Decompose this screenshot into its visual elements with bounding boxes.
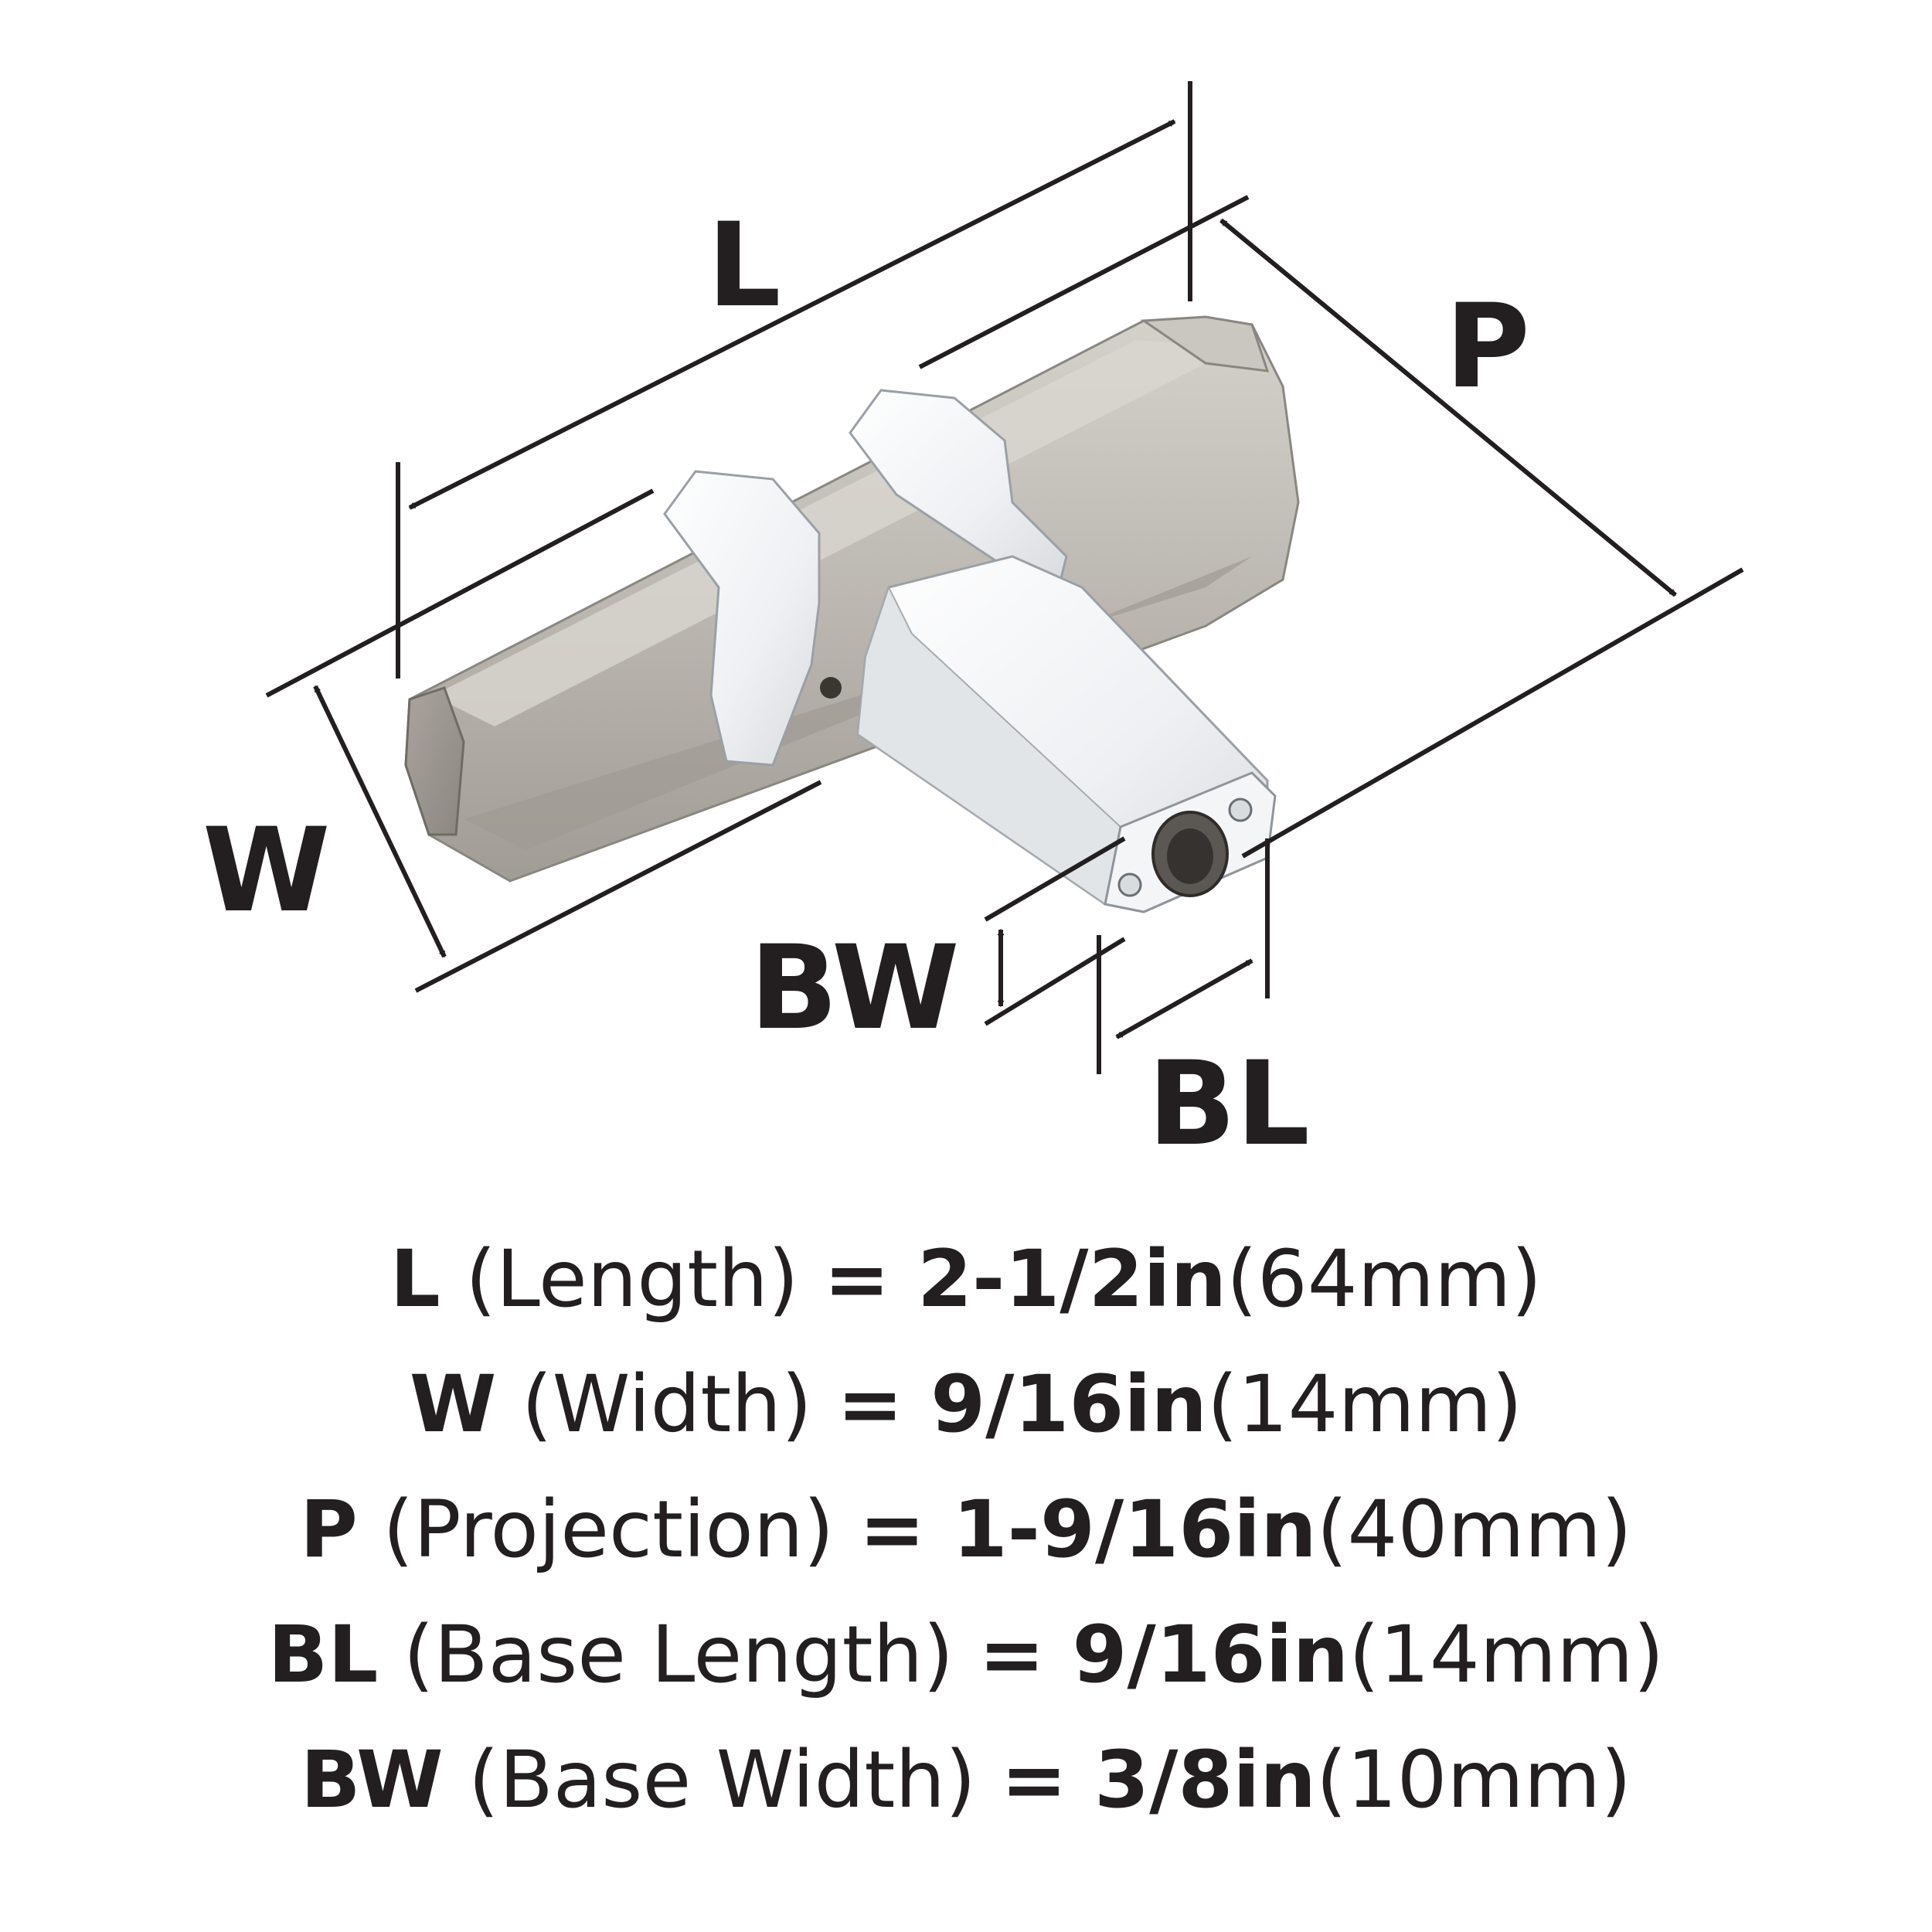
product-illustration bbox=[404, 315, 1300, 913]
spec-imperial-value: 3/8in bbox=[1094, 1734, 1316, 1826]
spec-description: (Width) bbox=[496, 1359, 838, 1451]
projection-arrow bbox=[1219, 218, 1677, 597]
spec-description: (Base Length) bbox=[378, 1609, 979, 1701]
width-extension-top bbox=[265, 488, 655, 698]
spec-code: W bbox=[409, 1359, 497, 1451]
spec-code: BW bbox=[300, 1734, 444, 1826]
label-projection: P bbox=[1445, 280, 1530, 414]
length-arrow bbox=[408, 119, 1176, 510]
dimension-lines bbox=[265, 81, 1744, 1074]
spec-metric-value: (64mm) bbox=[1226, 1233, 1543, 1325]
spec-metric-value: (14mm) bbox=[1349, 1609, 1665, 1701]
spec-description: (Projection) bbox=[357, 1484, 859, 1576]
spec-description: (Base Width) bbox=[443, 1734, 1002, 1826]
spec-code: P bbox=[300, 1484, 358, 1576]
projection-extension-bottom bbox=[1241, 567, 1744, 859]
label-base-length: BL bbox=[1148, 1037, 1310, 1172]
spec-metric-value: (10mm) bbox=[1315, 1734, 1632, 1826]
threaded-hole-inner bbox=[1167, 828, 1213, 884]
spec-metric-value: (14mm) bbox=[1206, 1359, 1523, 1451]
spec-imperial-value: 2-1/2in bbox=[917, 1233, 1227, 1325]
spec-equals: = bbox=[824, 1233, 918, 1325]
base-screw-bottom bbox=[1117, 872, 1142, 897]
base-width-extension-top bbox=[984, 836, 1126, 922]
collar-pin-hole bbox=[820, 677, 842, 699]
spec-row-width: W (Width) = 9/16in(14mm) bbox=[0, 1342, 1932, 1468]
spec-imperial-value: 9/16in bbox=[1072, 1609, 1349, 1701]
spec-code: BL bbox=[267, 1609, 379, 1701]
spec-description: (Length) bbox=[440, 1233, 825, 1325]
dimension-diagram: L P W BW BL bbox=[202, 81, 1744, 1172]
base-width-extension-bottom bbox=[984, 937, 1126, 1026]
label-width: W bbox=[202, 804, 330, 938]
spec-row-base-length: BL (Base Length) = 9/16in(14mm) bbox=[0, 1593, 1932, 1718]
label-length: L bbox=[707, 199, 781, 333]
spec-equals: = bbox=[859, 1484, 953, 1576]
spec-row-projection: P (Projection) = 1-9/16in(40mm) bbox=[0, 1468, 1932, 1593]
spec-row-length: L (Length) = 2-1/2in(64mm) bbox=[0, 1217, 1932, 1342]
spec-imperial-value: 1-9/16in bbox=[952, 1484, 1317, 1576]
spec-imperial-value: 9/16in bbox=[930, 1359, 1207, 1451]
spec-equals: = bbox=[978, 1609, 1073, 1701]
spec-row-base-width: BW (Base Width) = 3/8in(10mm) bbox=[0, 1718, 1932, 1843]
base-length-arrow bbox=[1115, 958, 1253, 1039]
spec-equals: = bbox=[1001, 1734, 1095, 1826]
projection-extension-top bbox=[918, 195, 1250, 369]
base-screw-top bbox=[1228, 798, 1253, 822]
bar-facet-bottom bbox=[464, 556, 1252, 850]
spec-code: L bbox=[389, 1233, 440, 1325]
width-arrow bbox=[313, 686, 447, 957]
label-base-width: BW bbox=[750, 921, 960, 1056]
spec-equals: = bbox=[837, 1359, 931, 1451]
spec-metric-value: (40mm) bbox=[1316, 1484, 1632, 1576]
specifications-list: L (Length) = 2-1/2in(64mm) W (Width) = 9… bbox=[0, 1217, 1932, 1843]
width-extension-bottom bbox=[414, 780, 822, 993]
